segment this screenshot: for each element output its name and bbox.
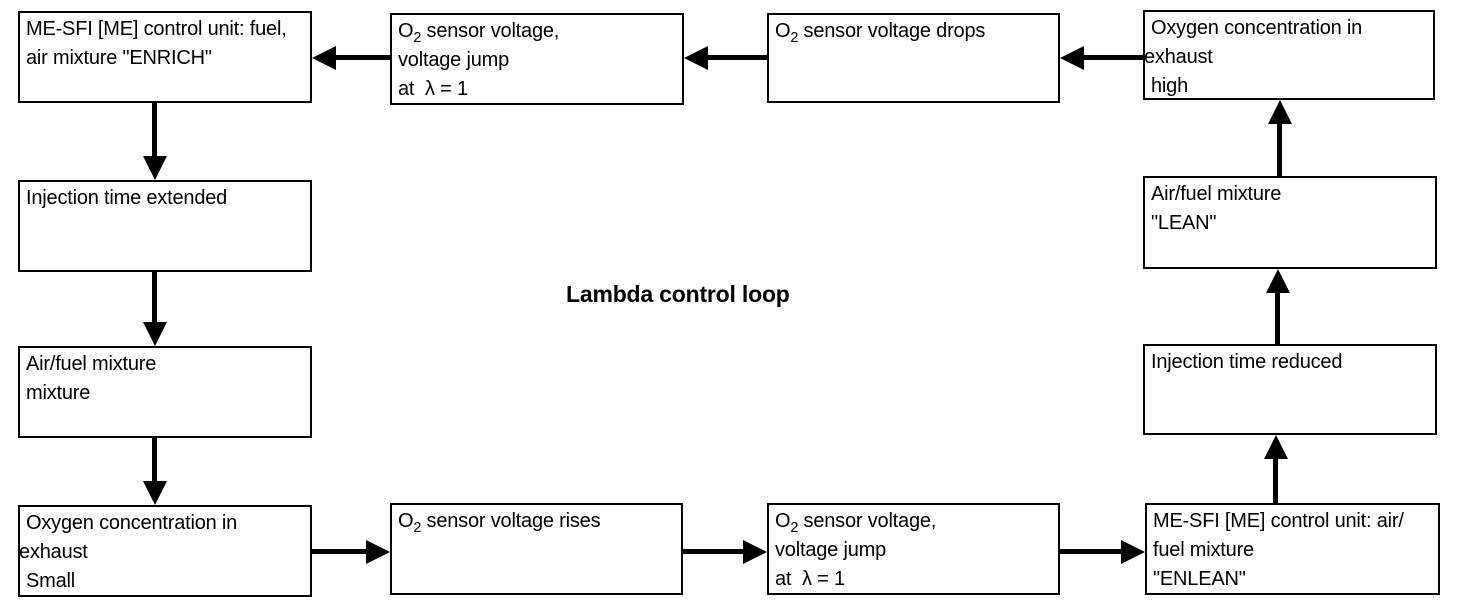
node-oxygen-concentration-high: Oxygen concentration in exhaust high bbox=[1143, 10, 1435, 100]
node-air-fuel-mixture-lean-line: Air/fuel mixture bbox=[1151, 183, 1282, 205]
node-o2-voltage-drops-line: O2 sensor voltage drops bbox=[775, 20, 986, 46]
arrow-air-fuel-lean-to-oxygen-high-shaft bbox=[1277, 122, 1282, 176]
arrow-me-sfi-enrich-to-injection-extended-head bbox=[143, 156, 167, 180]
arrow-oxygen-small-to-o2-rises-shaft bbox=[312, 549, 368, 554]
node-air-fuel-mixture-lean: Air/fuel mixture "LEAN" bbox=[1143, 176, 1437, 269]
node-o2-voltage-jump-bottom-line: at λ = 1 bbox=[775, 568, 845, 590]
arrow-o2-drops-to-o2-jump-top-head bbox=[684, 46, 708, 70]
arrow-injection-extended-to-air-fuel-rich-shaft bbox=[152, 272, 157, 324]
node-me-sfi-enrich-line: air mixture "ENRICH" bbox=[26, 47, 212, 69]
node-me-sfi-enrich-line: ME-SFI [ME] control unit: fuel, bbox=[26, 18, 287, 40]
node-air-fuel-mixture-rich-line: Air/fuel mixture bbox=[26, 353, 157, 375]
node-o2-voltage-jump-top-line: at λ = 1 bbox=[398, 78, 468, 100]
node-o2-voltage-rises-line: O2 sensor voltage rises bbox=[398, 510, 601, 536]
node-injection-time-reduced-line: Injection time reduced bbox=[1151, 351, 1343, 373]
node-air-fuel-mixture-lean-line: "LEAN" bbox=[1151, 212, 1217, 234]
node-me-sfi-enrich: ME-SFI [ME] control unit: fuel, air mixtu… bbox=[18, 11, 312, 103]
node-o2-voltage-rises: O2 sensor voltage rises bbox=[390, 503, 683, 595]
arrow-o2-jump-bottom-to-me-sfi-enlean-shaft bbox=[1060, 549, 1123, 554]
arrow-injection-reduced-to-air-fuel-lean-head bbox=[1266, 269, 1290, 293]
arrow-air-fuel-rich-to-oxygen-small-head bbox=[143, 481, 167, 505]
node-me-sfi-enlean: ME-SFI [ME] control unit: air/fuel mixtu… bbox=[1145, 503, 1440, 595]
node-air-fuel-mixture-rich-line: mixture bbox=[26, 382, 91, 404]
node-me-sfi-enlean-line: ME-SFI [ME] control unit: air/ bbox=[1153, 510, 1404, 532]
arrow-oxygen-small-to-o2-rises-head bbox=[366, 540, 390, 564]
arrow-o2-jump-bottom-to-me-sfi-enlean-head bbox=[1121, 540, 1145, 564]
arrow-air-fuel-rich-to-oxygen-small-shaft bbox=[152, 438, 157, 483]
node-oxygen-concentration-small-line: Oxygen concentration in bbox=[26, 512, 238, 534]
node-oxygen-concentration-high-line: high bbox=[1151, 75, 1189, 97]
arrow-o2-jump-top-to-me-sfi-enrich-shaft bbox=[334, 55, 390, 60]
node-o2-voltage-jump-bottom: O2 sensor voltage, voltage jump at λ = 1 bbox=[767, 503, 1060, 595]
arrow-me-sfi-enrich-to-injection-extended-shaft bbox=[152, 103, 157, 158]
node-injection-time-extended-line: Injection time extended bbox=[26, 187, 228, 209]
arrow-oxygen-high-to-o2-drops-head bbox=[1060, 46, 1084, 70]
node-injection-time-extended: Injection time extended bbox=[18, 180, 312, 272]
node-oxygen-concentration-high-line: exhaust bbox=[1144, 46, 1213, 68]
arrow-o2-jump-top-to-me-sfi-enrich-head bbox=[312, 46, 336, 70]
arrow-injection-reduced-to-air-fuel-lean-shaft bbox=[1275, 291, 1280, 344]
node-oxygen-concentration-high-line: Oxygen concentration in bbox=[1151, 17, 1363, 39]
node-o2-voltage-jump-bottom-line: O2 sensor voltage, bbox=[775, 510, 937, 536]
diagram-title: Lambda control loop bbox=[566, 281, 790, 307]
node-o2-voltage-drops: O2 sensor voltage drops bbox=[767, 13, 1060, 103]
arrow-me-sfi-enlean-to-injection-reduced-head bbox=[1264, 435, 1288, 459]
arrow-o2-rises-to-o2-jump-bottom-head bbox=[743, 540, 767, 564]
node-o2-voltage-jump-top-line: O2 sensor voltage, bbox=[398, 20, 560, 46]
arrow-o2-drops-to-o2-jump-top-shaft bbox=[706, 55, 767, 60]
arrow-injection-extended-to-air-fuel-rich-head bbox=[143, 322, 167, 346]
arrow-o2-rises-to-o2-jump-bottom-shaft bbox=[683, 549, 745, 554]
node-o2-voltage-jump-bottom-line: voltage jump bbox=[775, 539, 886, 561]
node-air-fuel-mixture-rich: Air/fuel mixture mixture bbox=[18, 346, 312, 438]
node-o2-voltage-jump-top: O2 sensor voltage, voltage jump at λ = 1 bbox=[390, 13, 684, 105]
node-me-sfi-enlean-line: fuel mixture bbox=[1153, 539, 1254, 561]
arrow-oxygen-high-to-o2-drops-shaft bbox=[1082, 55, 1143, 60]
node-oxygen-concentration-small-line: exhaust bbox=[19, 541, 88, 563]
node-o2-voltage-jump-top-line: voltage jump bbox=[398, 49, 509, 71]
arrow-me-sfi-enlean-to-injection-reduced-shaft bbox=[1273, 457, 1278, 503]
node-me-sfi-enlean-line: "ENLEAN" bbox=[1153, 568, 1246, 590]
node-oxygen-concentration-small-line: Small bbox=[26, 570, 76, 592]
node-injection-time-reduced: Injection time reduced bbox=[1143, 344, 1437, 435]
arrow-air-fuel-lean-to-oxygen-high-head bbox=[1268, 100, 1292, 124]
